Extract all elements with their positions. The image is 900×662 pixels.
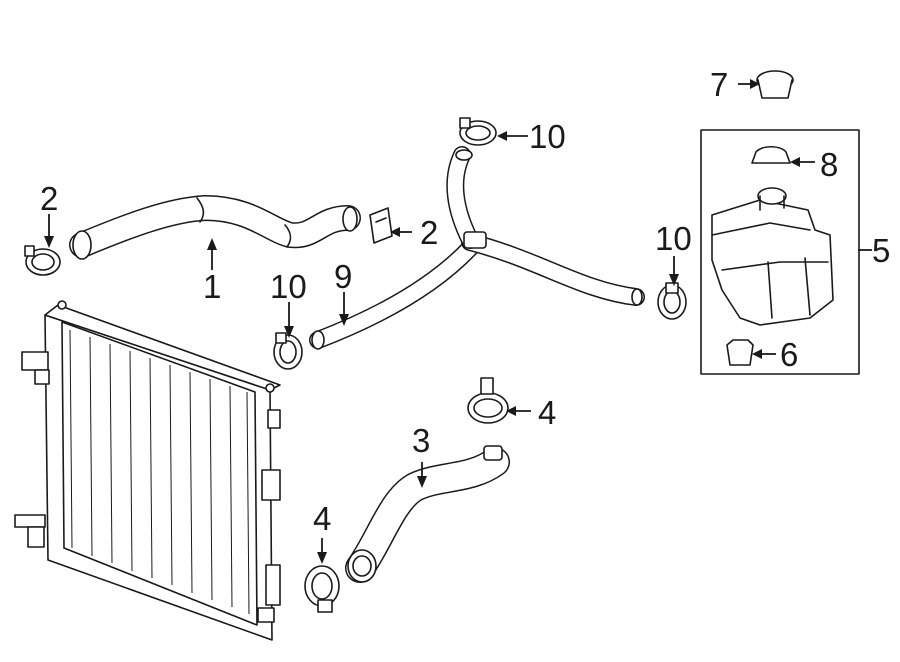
clamp-10-right [657, 282, 687, 320]
clamp-4-top [467, 377, 509, 424]
lower-radiator-hose [345, 445, 510, 583]
clamp-2-left [24, 245, 61, 276]
callout-9: 9 [334, 258, 352, 295]
bypass-hose [309, 146, 645, 350]
callout-10-left: 10 [270, 268, 307, 305]
reservoir-group [700, 70, 860, 375]
callout-3: 3 [412, 422, 430, 459]
callout-2-left: 2 [40, 180, 58, 217]
clamp-4-bottom [304, 565, 340, 613]
upper-radiator-hose [69, 195, 361, 260]
clamp-10-top [459, 117, 497, 146]
callout-10-top: 10 [529, 118, 566, 155]
callout-7: 7 [710, 66, 728, 103]
radiator [14, 300, 281, 641]
clamp-2-right [369, 207, 393, 244]
callout-1: 1 [203, 268, 221, 305]
leader-arrows [44, 79, 872, 564]
callout-4-bottom: 4 [313, 500, 331, 537]
clamp-10-left [273, 332, 303, 370]
callout-10-right: 10 [655, 220, 692, 257]
callout-5: 5 [872, 232, 890, 269]
callout-6: 6 [780, 336, 798, 373]
callout-4-top: 4 [538, 394, 556, 431]
callout-8: 8 [820, 146, 838, 183]
callout-2-right: 2 [420, 214, 438, 251]
